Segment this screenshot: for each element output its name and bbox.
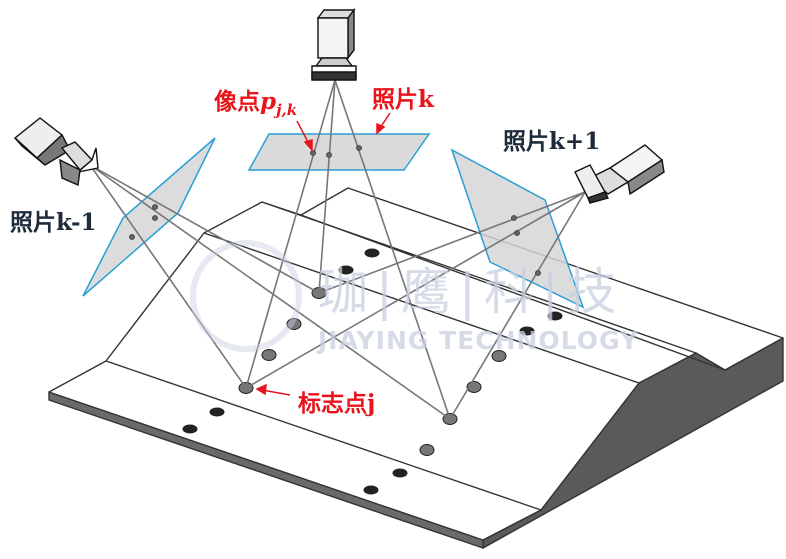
marker: [338, 265, 354, 275]
marker: [209, 407, 225, 417]
camera-k-plus-1: [574, 144, 665, 204]
marker: [491, 350, 507, 362]
marker: [364, 248, 380, 258]
photo-k-plus-1-label: 照片k+1: [503, 128, 601, 155]
notch-line: [300, 214, 726, 371]
marker-point-label: 标志点j: [298, 390, 376, 417]
annotation-arrows: [255, 112, 391, 396]
camera-k-minus-1: [13, 117, 99, 187]
watermark-english: JIAYING TECHNOLOGY: [318, 326, 640, 355]
projection-rays: [89, 79, 586, 420]
image-point-label: 像点pj,k: [214, 82, 297, 119]
image-point-text: 像点: [214, 88, 260, 115]
photo-plane-k-minus-1: [82, 137, 216, 297]
marker: [547, 311, 563, 321]
marker: [419, 444, 435, 456]
image-points: [129, 145, 541, 276]
photo-k-label: 照片k: [372, 86, 434, 113]
image-point-subscript: j,k: [276, 101, 298, 119]
camera-k: [311, 7, 357, 81]
top-surface: [48, 187, 784, 541]
measured-object: [48, 187, 784, 549]
image-point-symbol: p: [260, 88, 277, 115]
marker: [519, 326, 535, 336]
watermark-logo-icon: [190, 240, 302, 352]
photo-k-minus-1-label: 照片k-1: [10, 209, 97, 236]
marker: [261, 349, 277, 361]
photo-plane-k: [247, 133, 431, 171]
marker: [182, 424, 198, 434]
watermark-chinese: 珈|鹰|科|技: [318, 263, 625, 321]
photo-plane-k-plus-1: [450, 148, 585, 309]
marker: [363, 485, 379, 495]
fold-line-base: [105, 360, 542, 511]
marker: [392, 468, 408, 478]
